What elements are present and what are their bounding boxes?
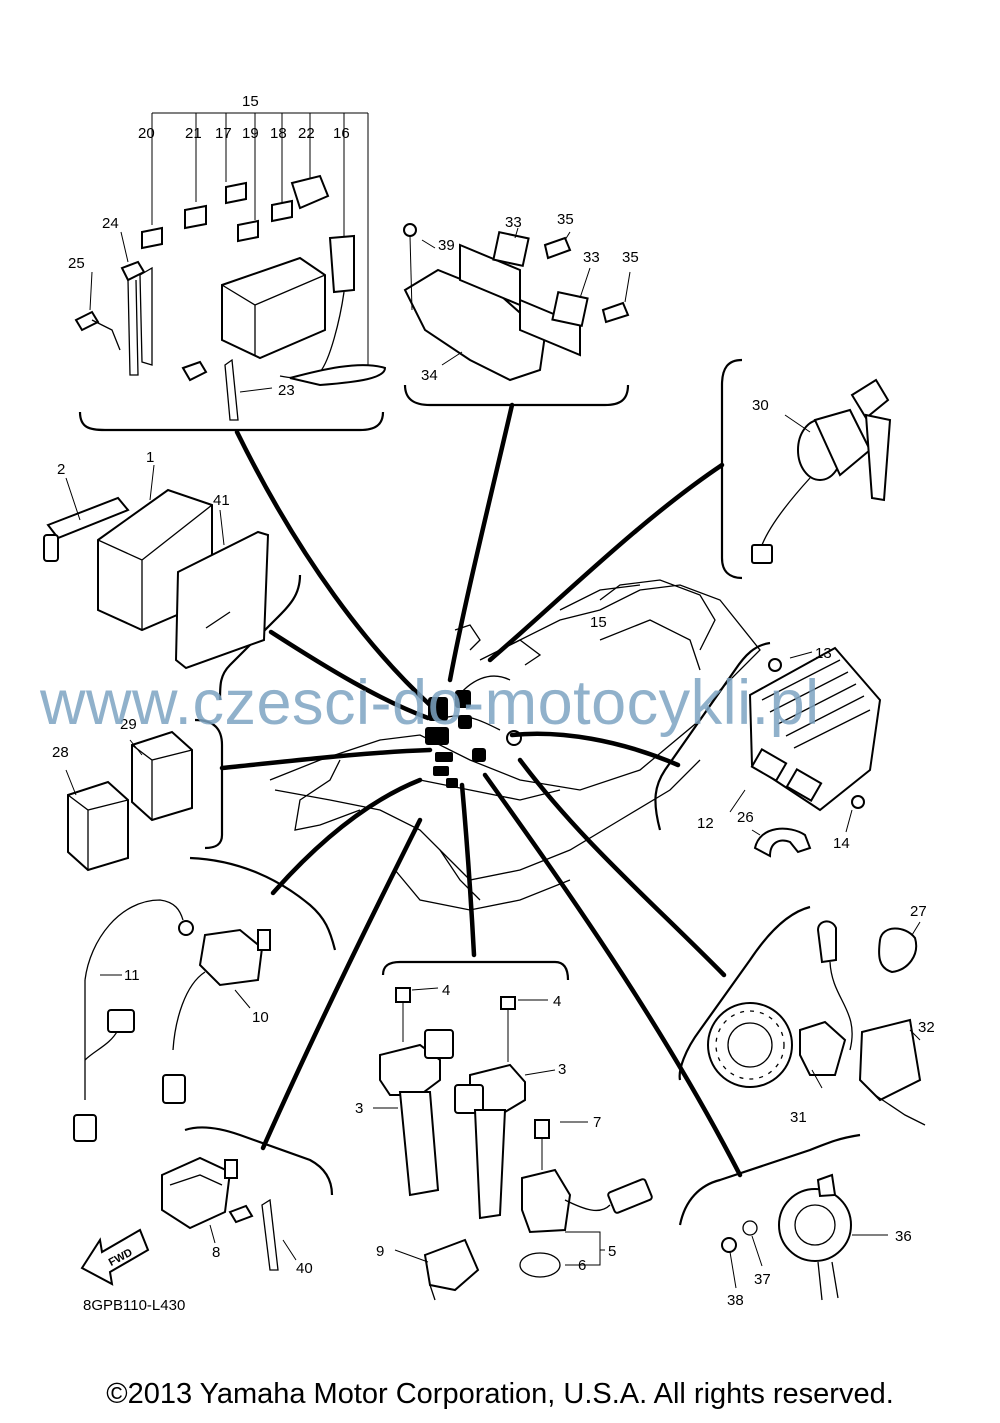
callout-14: 14: [833, 835, 850, 852]
ignition-coil-group: [373, 987, 556, 1220]
callout-29: 29: [120, 716, 137, 733]
horn-group: [721, 1173, 888, 1301]
callout-32: 32: [918, 1019, 935, 1036]
leader-lines: [219, 402, 743, 1178]
callout-7: 7: [593, 1114, 601, 1131]
pressure-switch-group: [161, 1156, 480, 1301]
callout-2: 2: [57, 461, 65, 478]
relay-bracket-group: [403, 223, 631, 382]
callout-38: 38: [727, 1292, 744, 1309]
diagram-code: 8GPB110-L430: [83, 1297, 185, 1314]
copyright-notice: ©2013 Yamaha Motor Corporation, U.S.A. A…: [106, 1378, 894, 1410]
callout-1: 1: [146, 449, 154, 466]
speed-sensor-group: [707, 920, 926, 1126]
callout-8: 8: [212, 1244, 220, 1261]
callout-20: 20: [138, 125, 155, 142]
group-brackets: [78, 358, 861, 1226]
callout-13: 13: [815, 645, 832, 662]
callout-25: 25: [68, 255, 85, 272]
callout-5: 5: [608, 1243, 616, 1260]
callout-24: 24: [102, 215, 119, 232]
callout-19: 19: [242, 125, 259, 142]
callout-41: 41: [213, 492, 230, 509]
callout-12: 12: [697, 815, 714, 832]
callout-21: 21: [185, 125, 202, 142]
callout-37: 37: [754, 1271, 771, 1288]
callout-18: 18: [270, 125, 287, 142]
callout-numbers: 15 20 21 17 19 18 22 16 24 25 23 39 33 3…: [52, 93, 935, 1314]
callout-36: 36: [895, 1228, 912, 1245]
watermark: www.czesci-do-motocykli.pl: [40, 668, 820, 738]
callout-28: 28: [52, 744, 69, 761]
callout-35: 35: [622, 249, 639, 266]
sensor-harness-group: [73, 899, 271, 1142]
callout-11: 11: [124, 967, 140, 984]
callout-39: 39: [438, 237, 455, 254]
crank-sensor-group: [519, 1119, 653, 1278]
callout-35: 35: [557, 211, 574, 228]
callout-4: 4: [553, 993, 561, 1010]
callout-15: 15: [242, 93, 259, 110]
fwd-arrow: [80, 1228, 150, 1286]
callout-33: 33: [583, 249, 600, 266]
callout-40: 40: [296, 1260, 313, 1277]
callout-10: 10: [252, 1009, 269, 1026]
ignition-switch-group: [751, 378, 892, 564]
callout-15: 15: [590, 614, 607, 631]
callout-3: 3: [355, 1100, 363, 1117]
callout-33: 33: [505, 214, 522, 231]
ecu-group: [43, 464, 270, 670]
callout-34: 34: [421, 367, 438, 384]
callout-17: 17: [215, 125, 232, 142]
relays-group: [65, 730, 193, 872]
callout-4: 4: [442, 982, 450, 999]
fuse-box-group: [74, 112, 387, 421]
callout-27: 27: [910, 903, 927, 920]
callout-23: 23: [278, 382, 295, 399]
callout-6: 6: [578, 1257, 586, 1274]
callout-31: 31: [790, 1109, 807, 1126]
callout-30: 30: [752, 397, 769, 414]
callout-9: 9: [376, 1243, 384, 1260]
callout-3: 3: [558, 1061, 566, 1078]
callout-16: 16: [333, 125, 350, 142]
regulator-group: [729, 646, 882, 858]
callout-22: 22: [298, 125, 315, 142]
callout-26: 26: [737, 809, 754, 826]
wire-harness-center: [425, 675, 522, 788]
